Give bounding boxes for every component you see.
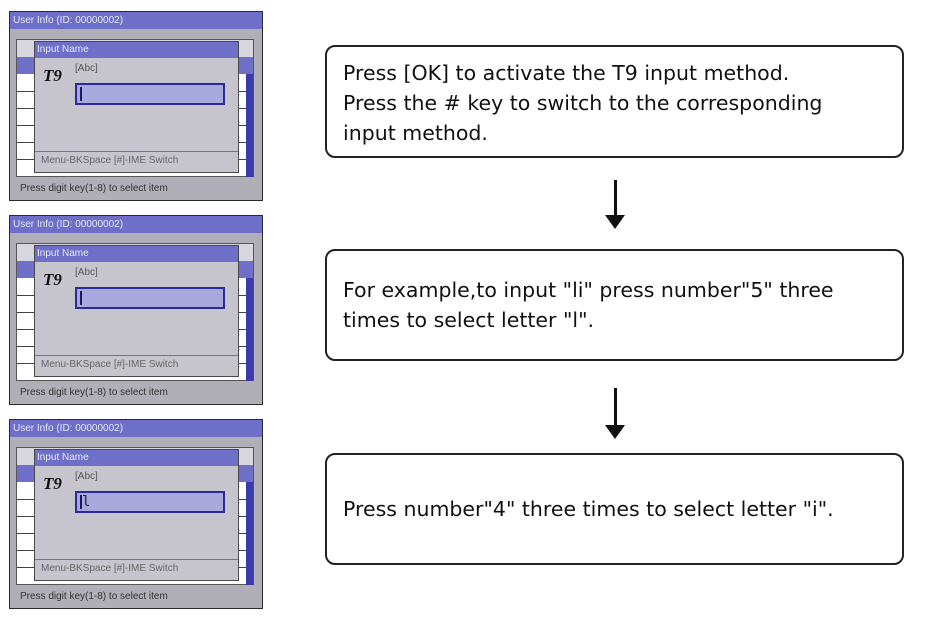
table-scrollbar [246, 278, 253, 381]
status-text: Press digit key(1-8) to select item [20, 387, 168, 398]
input-mode-label: [Abc] [75, 63, 98, 74]
input-name-dialog: Input Name T9 [Abc] l Menu-BKSpace [#]-I… [34, 449, 239, 581]
step-text: Press number"4" three times to select le… [343, 497, 834, 521]
text-caret [80, 495, 82, 509]
status-text: Press digit key(1-8) to select item [20, 183, 168, 194]
t9-label: T9 [43, 474, 62, 493]
input-mode-label: [Abc] [75, 471, 98, 482]
t9-label: T9 [43, 66, 62, 85]
dialog-title: Input Name [35, 42, 238, 58]
step-box-3: Press number"4" three times to select le… [325, 453, 904, 565]
device-screen-2: User Info (ID: 00000002) Input Name T9 [… [9, 215, 263, 405]
screen-title: User Info (ID: 00000002) [10, 216, 262, 233]
t9-label: T9 [43, 270, 62, 289]
input-mode-label: [Abc] [75, 267, 98, 278]
text-caret [80, 291, 82, 305]
table-scrollbar [246, 74, 253, 177]
table-scrollbar [246, 482, 253, 585]
arrow-down-icon [605, 180, 625, 230]
step-text: Press [OK] to activate the T9 input meth… [343, 61, 823, 145]
text-caret [80, 87, 82, 101]
name-input-field[interactable] [75, 83, 225, 105]
name-input-field[interactable]: l [75, 491, 225, 513]
input-name-dialog: Input Name T9 [Abc] Menu-BKSpace [#]-IME… [34, 245, 239, 377]
step-box-1: Press [OK] to activate the T9 input meth… [325, 45, 904, 158]
input-name-dialog: Input Name T9 [Abc] Menu-BKSpace [#]-IME… [34, 41, 239, 173]
dialog-hint: Menu-BKSpace [#]-IME Switch [41, 563, 179, 574]
arrow-down-icon [605, 388, 625, 440]
name-input-field[interactable] [75, 287, 225, 309]
dialog-title: Input Name [35, 246, 238, 262]
dialog-divider [35, 559, 238, 560]
step-box-2: For example,to input "li" press number"5… [325, 249, 904, 361]
dialog-divider [35, 151, 238, 152]
device-screen-1: User Info (ID: 00000002) Input Name T9 [… [9, 11, 263, 201]
dialog-hint: Menu-BKSpace [#]-IME Switch [41, 155, 179, 166]
status-text: Press digit key(1-8) to select item [20, 591, 168, 602]
screen-title: User Info (ID: 00000002) [10, 420, 262, 437]
dialog-title: Input Name [35, 450, 238, 466]
screen-title: User Info (ID: 00000002) [10, 12, 262, 29]
dialog-divider [35, 355, 238, 356]
dialog-hint: Menu-BKSpace [#]-IME Switch [41, 359, 179, 370]
device-screen-3: User Info (ID: 00000002) Input Name T9 [… [9, 419, 263, 609]
step-text: For example,to input "li" press number"5… [343, 278, 834, 332]
field-value: l [82, 494, 91, 510]
